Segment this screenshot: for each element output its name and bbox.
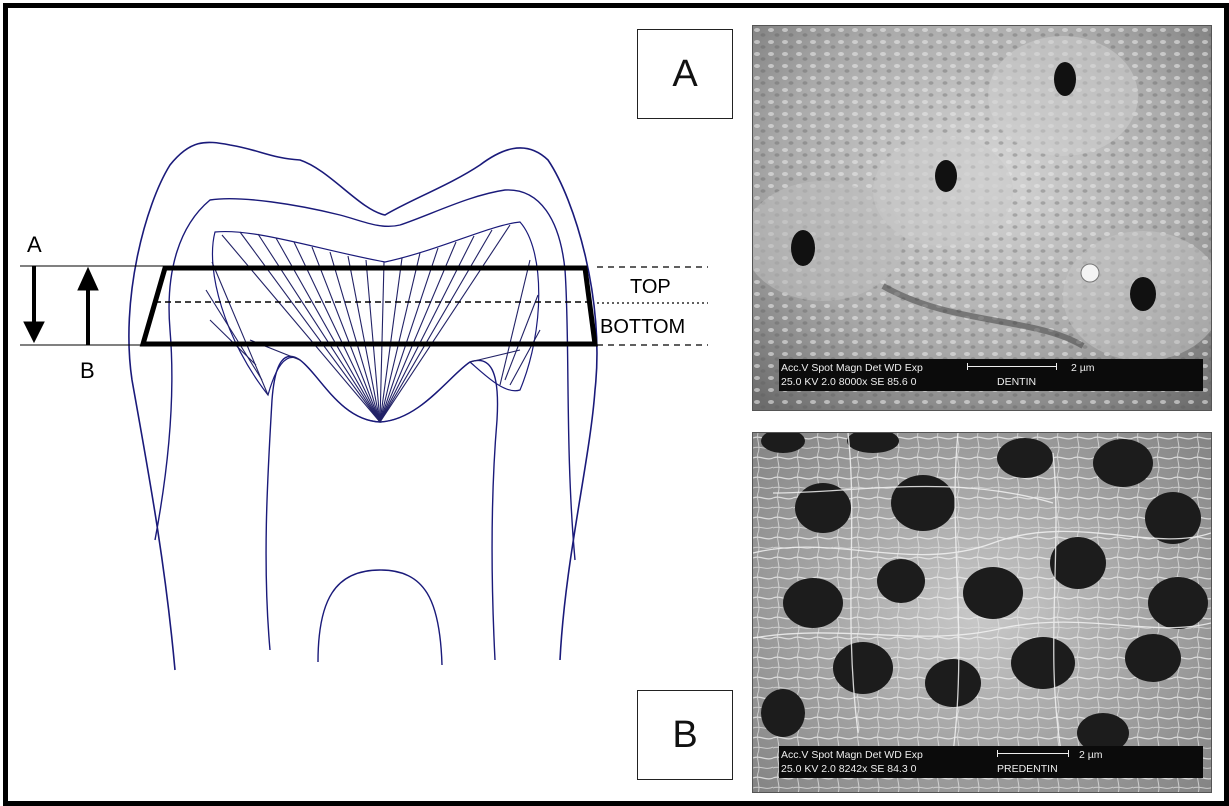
sem-b-scale: 2 µm xyxy=(1079,748,1103,762)
star-marker xyxy=(1081,264,1099,282)
sem-image-dentin: Acc.V Spot Magn Det WD Exp 25.0 KV 2.0 8… xyxy=(752,25,1212,411)
label-bottom: BOTTOM xyxy=(600,316,685,338)
sem-b-sample: PREDENTIN xyxy=(997,762,1058,776)
tubule-opening xyxy=(935,160,957,192)
dentin-texture xyxy=(753,26,1211,410)
sem-b-values: 25.0 KV 2.0 8242x SE 84.3 0 xyxy=(781,762,916,776)
dentin-slab xyxy=(143,268,595,344)
predentin-texture xyxy=(753,433,1211,792)
sem-info-bar-a: Acc.V Spot Magn Det WD Exp 25.0 KV 2.0 8… xyxy=(779,359,1203,391)
sem-info-bar-b: Acc.V Spot Magn Det WD Exp 25.0 KV 2.0 8… xyxy=(779,746,1203,778)
panel-b-letter-box: B xyxy=(637,690,733,780)
scale-bar-b xyxy=(997,753,1069,754)
enamel-line xyxy=(155,190,575,560)
sem-a-header: Acc.V Spot Magn Det WD Exp xyxy=(781,361,923,375)
arrow-b-to-a xyxy=(78,268,98,345)
tubule-opening xyxy=(791,230,815,266)
dentinal-tubules xyxy=(206,225,540,422)
sem-image-predentin: Acc.V Spot Magn Det WD Exp 25.0 KV 2.0 8… xyxy=(752,432,1212,793)
panel-a-letter-box: A xyxy=(637,29,733,119)
panel-a-letter: A xyxy=(672,53,697,96)
sem-a-sample: DENTIN xyxy=(997,375,1036,389)
scale-bar-a xyxy=(967,366,1057,367)
panel-b-letter: B xyxy=(672,714,697,757)
sem-a-values: 25.0 KV 2.0 8000x SE 85.6 0 xyxy=(781,375,916,389)
label-top: TOP xyxy=(630,276,671,298)
arrow-label-a: A xyxy=(27,232,42,257)
tubule-opening xyxy=(1054,62,1076,96)
sem-b-header: Acc.V Spot Magn Det WD Exp xyxy=(781,748,923,762)
tubule-opening xyxy=(1130,277,1156,311)
dentin-boundary xyxy=(212,222,538,422)
arrow-label-b: B xyxy=(80,358,95,383)
sem-a-scale: 2 µm xyxy=(1071,361,1095,375)
pulp-outline xyxy=(266,356,497,660)
root-canal-arch xyxy=(318,570,442,665)
arrow-a-to-b xyxy=(24,266,44,342)
